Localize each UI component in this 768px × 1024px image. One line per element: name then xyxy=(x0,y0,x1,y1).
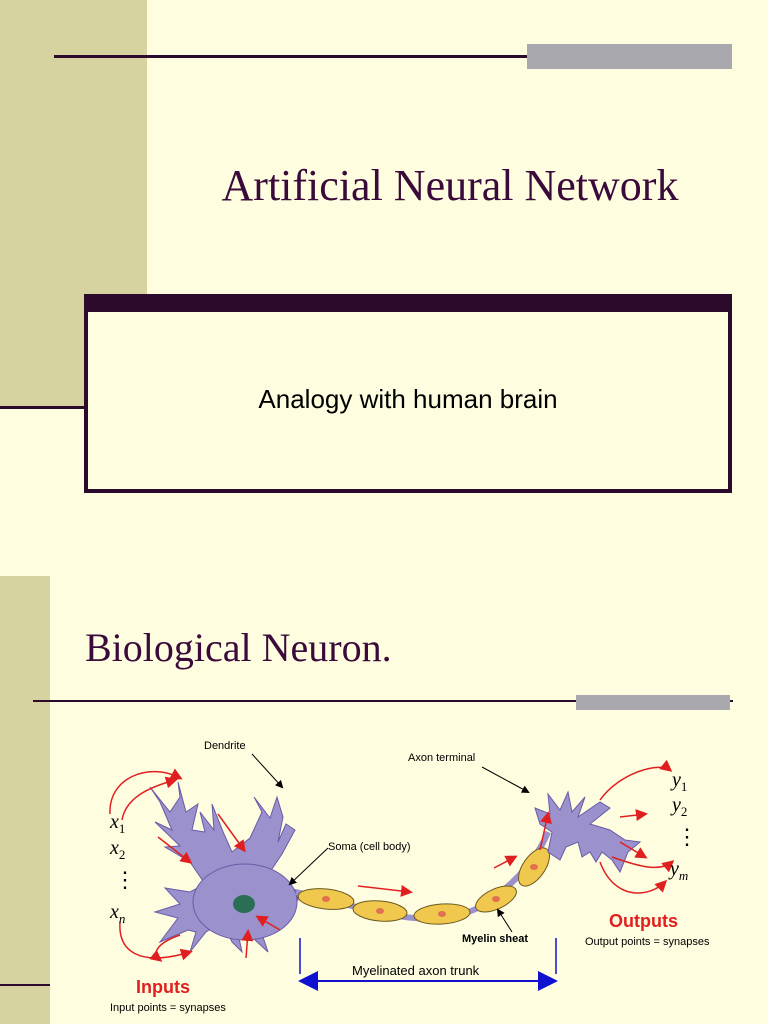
label-myelin-sheat: Myelin sheat xyxy=(462,933,528,945)
bottom-left-line xyxy=(0,984,50,986)
myelin-pointer xyxy=(496,908,513,933)
subtitle-box: Analogy with human brain xyxy=(84,294,732,493)
biological-neuron-diagram: Dendrite Axon terminal Soma (cell body) … xyxy=(109,740,710,1014)
output-dots: ⋮ xyxy=(676,824,698,849)
label-axon-terminal: Axon terminal xyxy=(408,752,475,764)
label-outputs-sub: Output points = synapses xyxy=(585,936,710,948)
slide-2: Biological Neuron. xyxy=(0,512,768,1024)
input-symbols: x1 x2 ⋮ xn xyxy=(109,811,136,926)
myelin-dots xyxy=(322,864,538,917)
slide-title: Artificial Neural Network xyxy=(221,161,679,210)
left-accent-bar xyxy=(0,576,50,1024)
slide-1: Artificial Neural Network Analogy with h… xyxy=(0,0,768,512)
label-dendrite: Dendrite xyxy=(204,740,246,752)
label-inputs-sub: Input points = synapses xyxy=(110,1002,226,1014)
subtitle: Analogy with human brain xyxy=(258,384,558,414)
slide-title: Biological Neuron. xyxy=(85,625,392,670)
mid-gray-accent xyxy=(576,695,730,710)
nucleus xyxy=(233,895,255,913)
signal-arrows xyxy=(109,759,675,962)
soma-pointer xyxy=(288,847,329,886)
svg-text:y2: y2 xyxy=(670,794,687,819)
label-inputs: Inputs xyxy=(136,977,190,997)
axon-terminal-pointer xyxy=(481,766,530,793)
svg-text:x2: x2 xyxy=(109,837,125,862)
input-dots: ⋮ xyxy=(114,867,136,892)
top-gray-accent xyxy=(527,44,732,69)
svg-text:x1: x1 xyxy=(109,811,125,836)
svg-text:xn: xn xyxy=(109,901,125,926)
svg-text:ym: ym xyxy=(668,858,688,883)
label-trunk: Myelinated axon trunk xyxy=(352,963,480,978)
myelin-sheaths xyxy=(297,847,551,925)
label-outputs: Outputs xyxy=(609,911,678,931)
label-soma: Soma (cell body) xyxy=(328,841,411,853)
left-accent-line xyxy=(0,406,84,409)
dendrite-pointer xyxy=(251,753,284,789)
output-symbols: y1 y2 ⋮ ym xyxy=(668,769,698,883)
mid-rule xyxy=(33,700,733,702)
svg-text:y1: y1 xyxy=(670,769,687,794)
axon-terminal xyxy=(534,790,642,874)
top-rule xyxy=(54,55,732,58)
